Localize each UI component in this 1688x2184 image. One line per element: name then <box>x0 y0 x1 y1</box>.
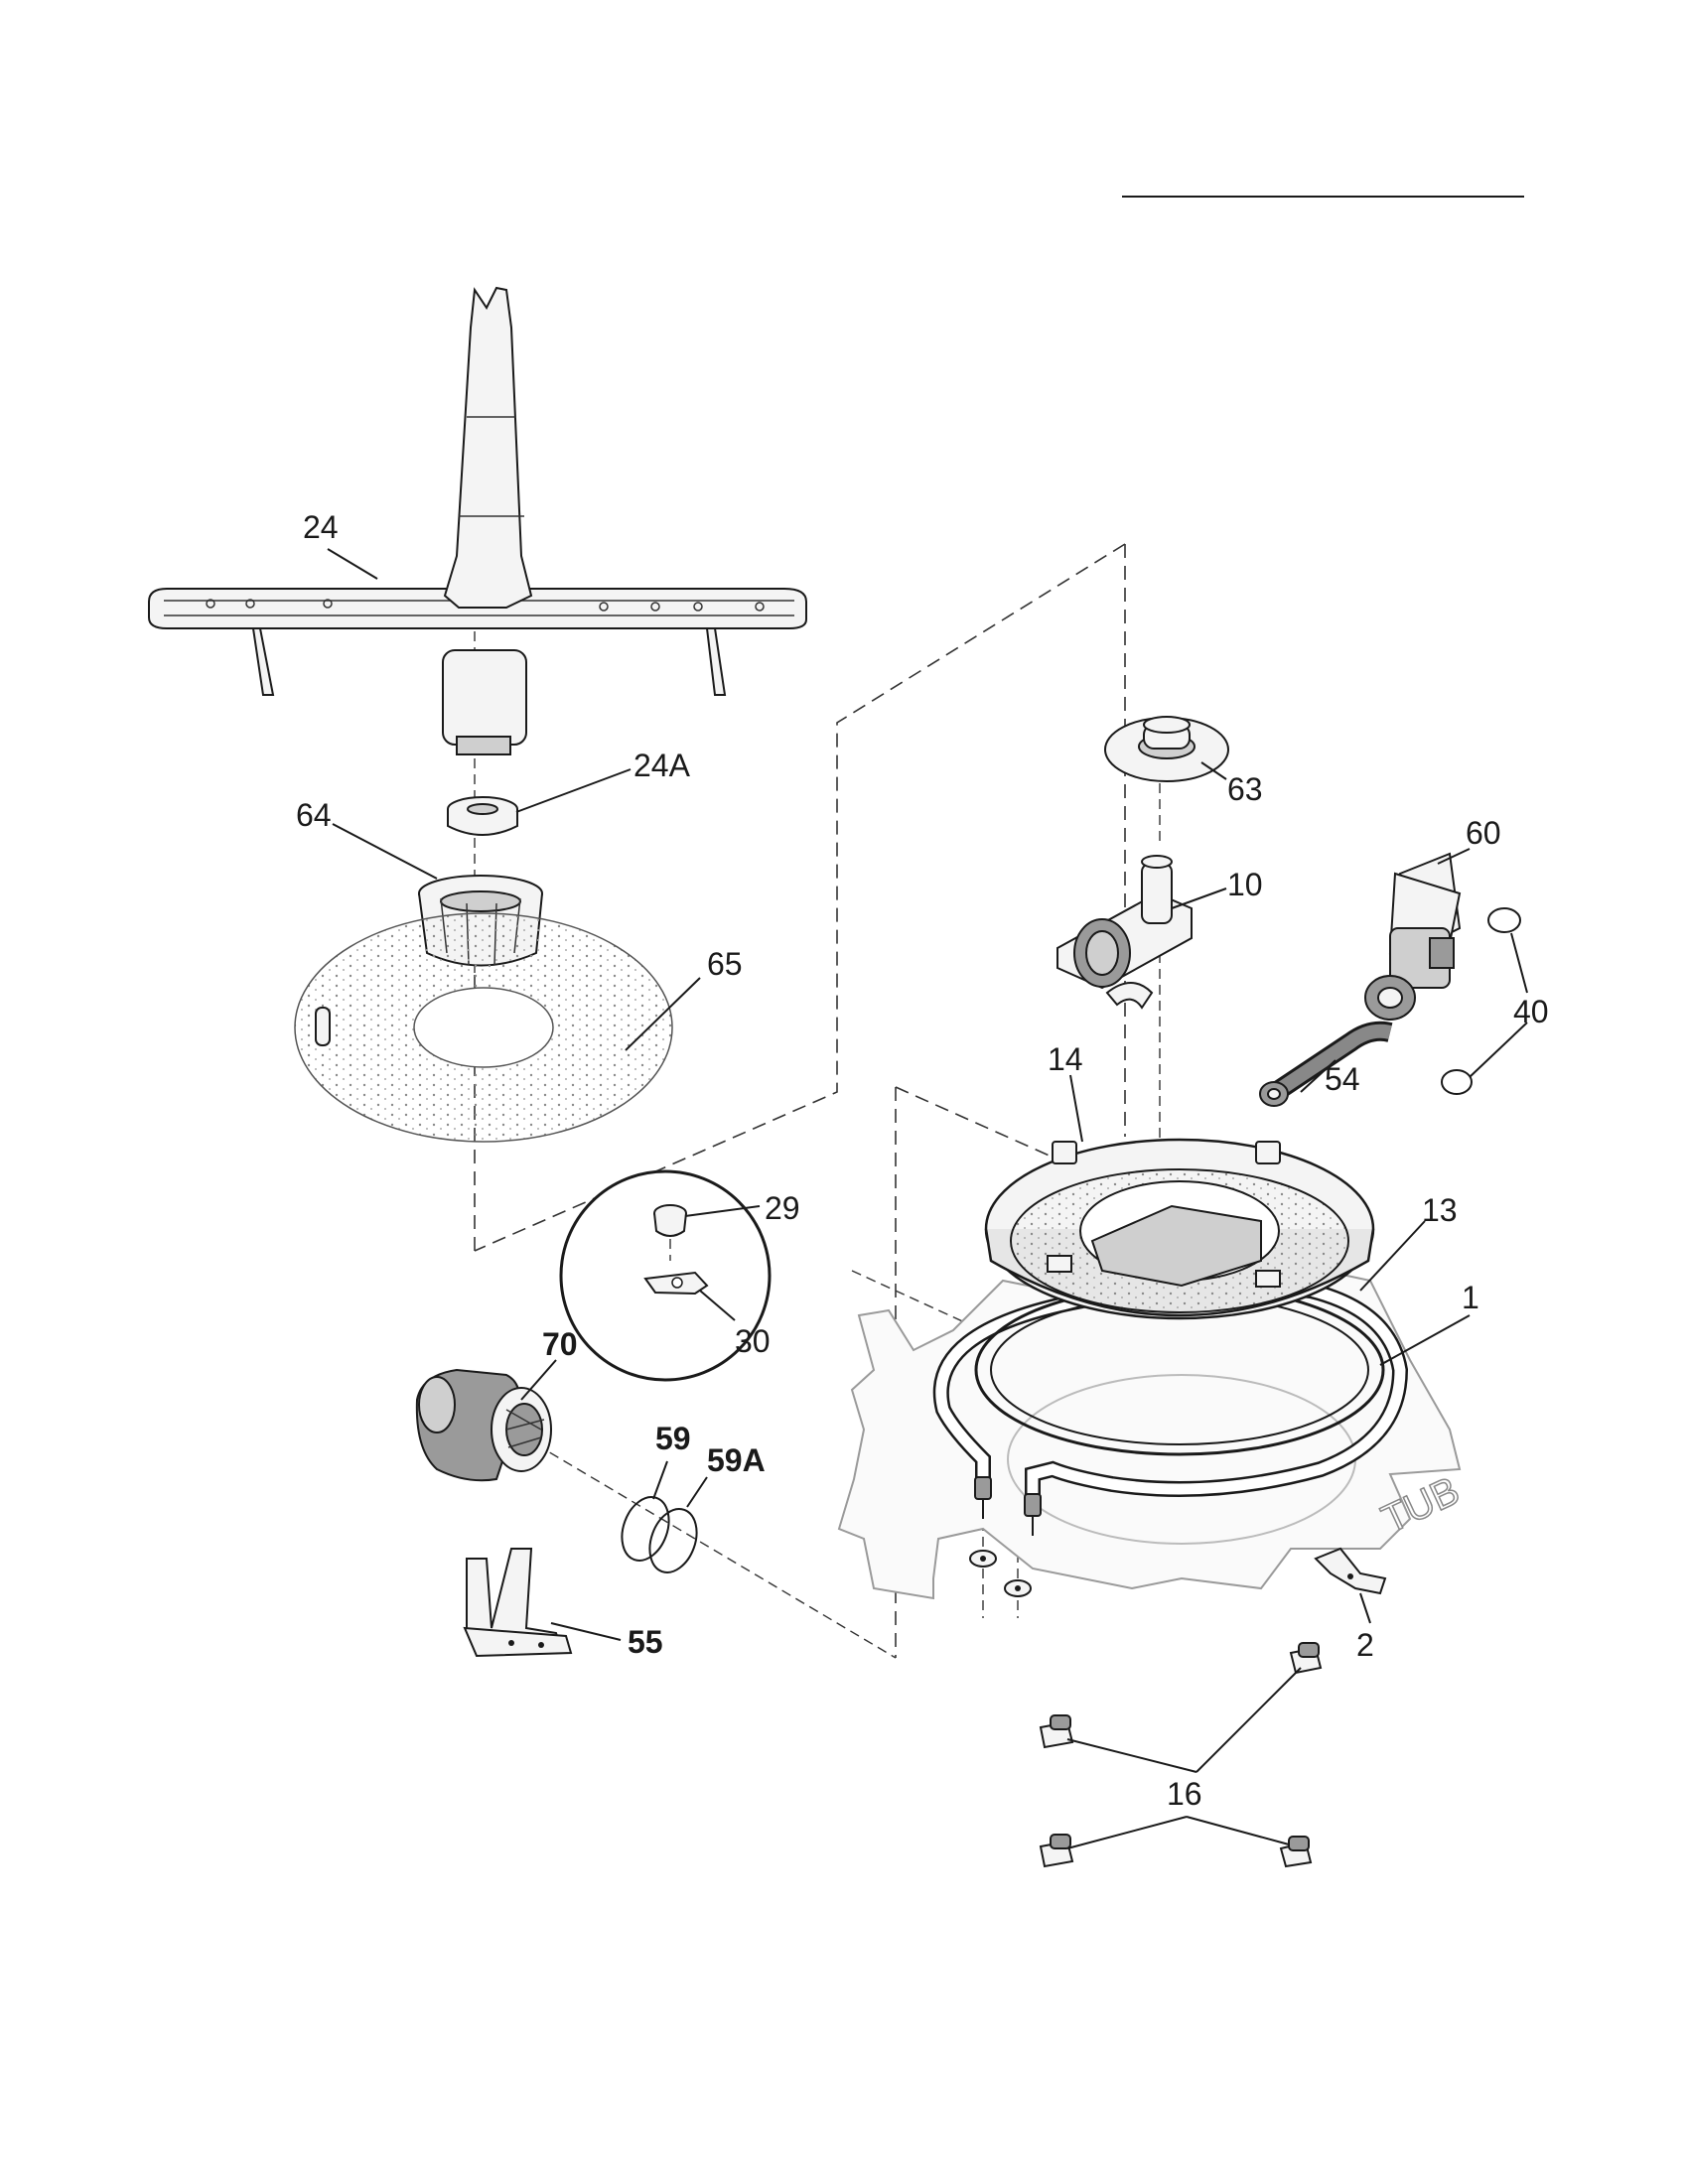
clip-part-2 <box>1314 1547 1387 1595</box>
clamp-part-40 <box>1441 907 1521 1095</box>
foot-4 <box>1279 1836 1313 1868</box>
bracket-part-10 <box>1056 855 1193 1010</box>
leader-lines <box>327 548 1528 1849</box>
foot-3 <box>1039 1834 1074 1868</box>
heating-element-part-1 <box>932 1279 1409 1597</box>
label-65: 65 <box>707 946 743 982</box>
cover-part-63 <box>1104 716 1229 782</box>
label-64: 64 <box>296 797 332 833</box>
label-13: 13 <box>1422 1192 1458 1228</box>
label-63: 63 <box>1227 771 1263 807</box>
label-14: 14 <box>1048 1041 1083 1077</box>
label-24: 24 <box>303 509 339 545</box>
label-59: 59 <box>655 1421 691 1456</box>
pump-motor-part-70 <box>415 1368 552 1482</box>
label-1: 1 <box>1462 1280 1479 1315</box>
feet-part-16 <box>1039 1642 1323 1868</box>
filter-disc-part-65 <box>294 912 673 1143</box>
bracket-part-55 <box>463 1548 573 1658</box>
foot-2 <box>1289 1642 1323 1675</box>
label-59a: 59A <box>707 1442 766 1478</box>
part-labels: 24 24A 64 65 63 60 10 40 54 14 29 30 13 … <box>296 509 1549 1812</box>
label-60: 60 <box>1466 815 1501 851</box>
bearing-part-24a <box>447 796 518 836</box>
hose-part-54 <box>1259 1021 1393 1107</box>
label-30: 30 <box>735 1323 771 1359</box>
label-24a: 24A <box>633 748 691 783</box>
water-valve-part-60 <box>1364 852 1462 1021</box>
foot-1 <box>1039 1714 1074 1749</box>
label-70: 70 <box>542 1326 578 1362</box>
spray-arm-part-24 <box>148 286 807 755</box>
label-10: 10 <box>1227 867 1263 902</box>
label-16: 16 <box>1167 1776 1202 1812</box>
label-55: 55 <box>628 1624 663 1660</box>
label-29: 29 <box>765 1190 800 1226</box>
detail-inset-circle <box>559 1169 772 1382</box>
label-54: 54 <box>1325 1061 1360 1097</box>
o-rings-part-59 <box>621 1496 698 1573</box>
label-2: 2 <box>1356 1627 1374 1663</box>
label-40: 40 <box>1513 994 1549 1029</box>
sump-part-14 <box>984 1138 1375 1320</box>
